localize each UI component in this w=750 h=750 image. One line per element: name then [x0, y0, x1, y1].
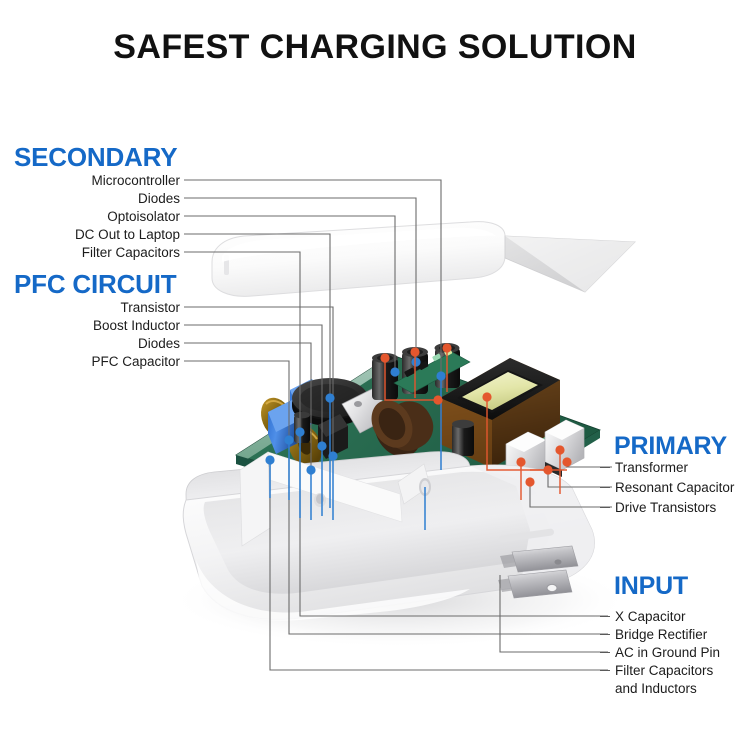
dash-primary-3 — [600, 507, 610, 508]
dash-input-1 — [600, 616, 610, 617]
label-optoisolator: Optoisolator — [107, 209, 180, 224]
adapter-top-shell — [211, 221, 636, 297]
label-dc-out-to-laptop: DC Out to Laptop — [74, 227, 180, 242]
label-x-capacitor: X Capacitor — [615, 609, 686, 624]
dash-input-3 — [600, 652, 610, 653]
dash-primary-1 — [600, 467, 610, 468]
pfc-capacitor-1 — [372, 353, 398, 400]
label-pfc-transistor: Transistor — [120, 300, 180, 315]
label-boost-inductor: Boost Inductor — [92, 318, 180, 333]
label-pfc-diodes: Diodes — [137, 336, 180, 351]
drive-transistor-2 — [544, 419, 585, 477]
label-input-filter-capacitors: Filter Capacitors — [615, 663, 714, 678]
resonant-capacitor — [452, 419, 474, 456]
label-drive-transistors: Drive Transistors — [615, 500, 717, 515]
section-heading-input: INPUT — [614, 572, 689, 600]
label-bridge-rectifier: Bridge Rectifier — [615, 627, 708, 642]
label-transformer: Transformer — [615, 460, 689, 475]
label-input-and-inductors: and Inductors — [615, 681, 697, 696]
label-secondary-diodes: Diodes — [137, 191, 180, 206]
adapter-bottom-shell — [182, 451, 595, 621]
label-microcontroller: Microcontroller — [91, 173, 180, 188]
dash-input-2 — [600, 634, 610, 635]
label-resonant-capacitor: Resonant Capacitor — [615, 480, 735, 495]
label-ac-in-ground-pin: AC in Ground Pin — [615, 645, 721, 660]
dash-input-4 — [600, 670, 610, 671]
dash-primary-2 — [600, 487, 610, 488]
label-pfc-capacitor: PFC Capacitor — [91, 354, 180, 369]
section-heading-pfc-circuit: PFC CIRCUIT — [14, 269, 177, 299]
section-heading-primary: PRIMARY — [614, 432, 727, 460]
label-secondary-filter-capacitors: Filter Capacitors — [81, 245, 180, 260]
page-title: SAFEST CHARGING SOLUTION — [113, 28, 637, 66]
electrolytic-capacitor-left — [294, 411, 310, 443]
section-heading-secondary: SECONDARY — [14, 142, 178, 172]
